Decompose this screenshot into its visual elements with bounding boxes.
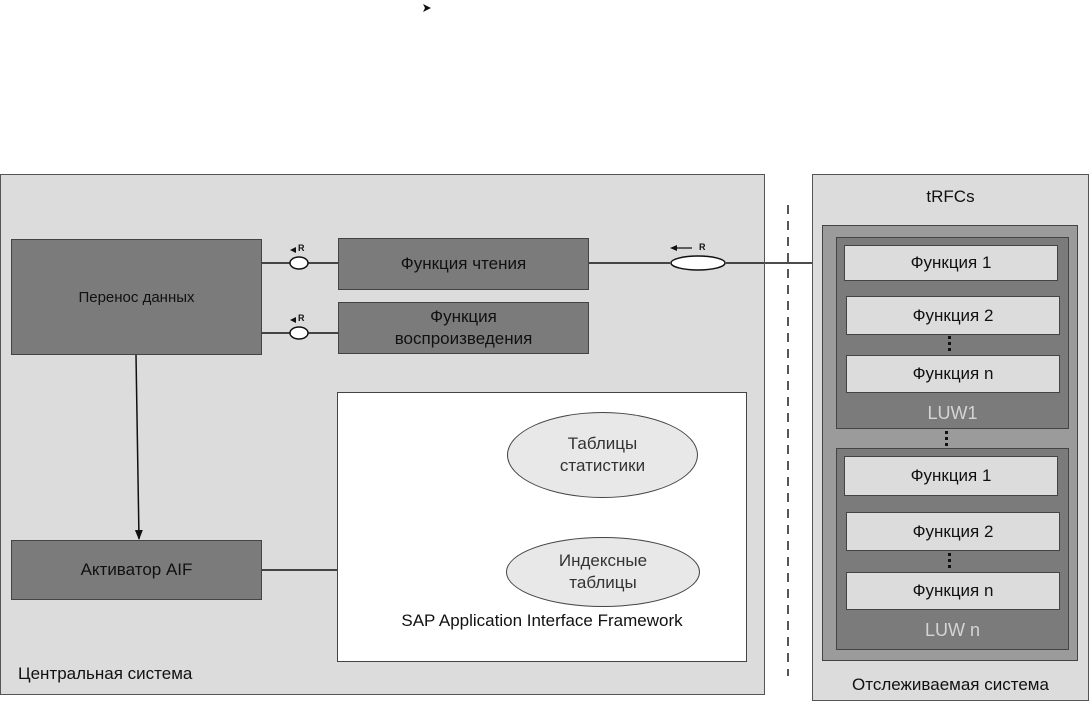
aif-activator-box: Активатор AIF — [11, 540, 262, 600]
monitored-system-label: Отслеживаемая система — [852, 675, 1049, 694]
luwn-function-2: Функция 2 — [846, 512, 1060, 551]
stray-arrowhead — [423, 4, 431, 12]
statistics-tables-node: Таблицы статистики — [507, 412, 698, 498]
aif-framework-label: SAP Application Interface Framework — [401, 611, 683, 630]
trfcs-title: tRFCs — [926, 187, 975, 206]
data-transfer-box: Перенос данных — [11, 239, 262, 355]
read-function-box: Функция чтения — [338, 238, 589, 290]
rfc-connector-replay — [289, 326, 309, 340]
rfc-marker-replay: R — [298, 313, 305, 323]
luwn-function-n: Функция n — [846, 572, 1060, 610]
luw1-label: LUW1 — [927, 403, 978, 423]
luwn-function-1: Функция 1 — [844, 456, 1058, 496]
rfc-connector-remote — [670, 255, 726, 271]
luw1-function-1: Функция 1 — [844, 245, 1058, 281]
link-transfer-activator — [134, 354, 143, 540]
central-system-label: Центральная система — [18, 664, 193, 683]
rfc-connector-read — [289, 256, 309, 270]
luwn-ellipsis-icon — [948, 553, 952, 571]
index-tables-node: Индексные таблицы — [506, 537, 700, 607]
luw1-ellipsis-icon — [948, 336, 952, 354]
rfc-marker-read: R — [298, 243, 305, 253]
luw-ellipsis-icon — [945, 431, 949, 449]
central-system-panel — [0, 174, 765, 695]
rfc-marker-remote: R — [699, 242, 706, 252]
replay-function-box: Функция воспроизведения — [338, 302, 589, 354]
luw1-function-n: Функция n — [846, 355, 1060, 393]
luwn-label: LUW n — [924, 620, 980, 640]
luw1-function-2: Функция 2 — [846, 296, 1060, 335]
